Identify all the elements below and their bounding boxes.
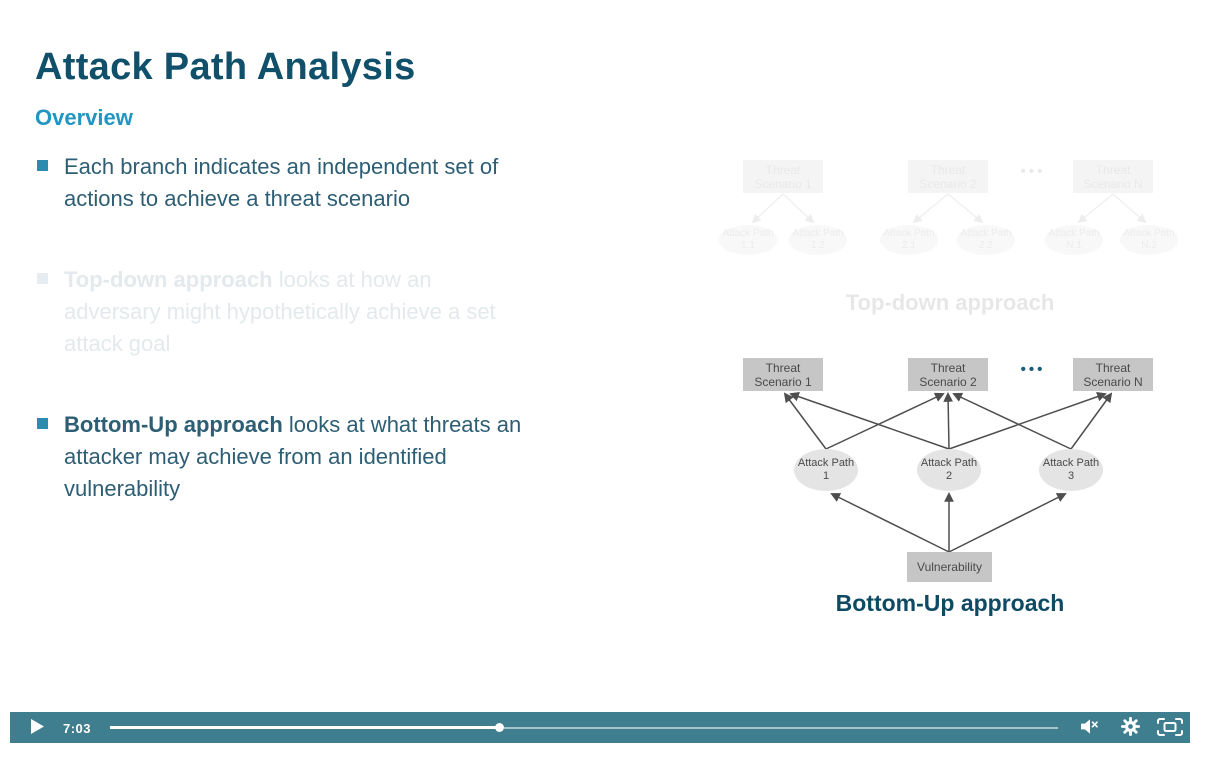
play-button[interactable] [30,718,44,737]
bullet-item-faded: Top-down approach looks at how an advers… [36,264,596,360]
mute-button[interactable] [1080,718,1100,737]
fullscreen-button[interactable] [1156,717,1183,739]
mute-icon [1081,718,1099,737]
attack-path-node: Attack Path 2 [917,449,981,491]
bottom-up-diagram: Threat Scenario 1 Threat Scenario 2 ••• … [705,355,1195,623]
ellipsis-dots: ••• [1020,361,1046,378]
slide-subtitle: Overview [35,105,133,130]
player-bar: 7:03 [10,712,1190,743]
settings-button[interactable] [1120,717,1140,739]
attack-path-node: Attack Path N.1 [1045,225,1103,255]
diagram-caption: Bottom-Up approach [835,590,1065,616]
attack-path-node: Attack Path 1.2 [789,225,847,255]
top-down-diagram: Threat Scenario 1 Threat Scenario 2 ••• … [705,155,1195,330]
bottom-up-arrows [783,391,1113,553]
threat-scenario-node: Threat Scenario 1 [743,160,823,193]
bullet-text: Each branch indicates an independent set… [64,154,499,211]
progress-bar[interactable] [110,712,1058,743]
attack-path-node: Attack Path 2.1 [880,225,938,255]
bullet-lead: Top-down approach [64,267,273,292]
bullet-text: looks at what threats an attacker may ac… [64,412,522,501]
bullet-square-icon [37,418,48,429]
threat-scenario-node: Threat Scenario 1 [743,358,823,391]
attack-path-node: Attack Path N.2 [1120,225,1178,255]
settings-icon [1120,717,1140,739]
bullet-square-icon [37,160,48,171]
page-title: Attack Path Analysis [35,46,416,88]
progress-remaining [504,727,1058,729]
bullet-text: looks at how an adversary might hypothet… [64,267,496,356]
diagram-caption: Top-down approach [845,290,1055,315]
fullscreen-icon [1156,717,1183,739]
threat-scenario-node: Threat Scenario 2 [908,358,988,391]
attack-path-node: Attack Path 1.1 [719,225,777,255]
play-icon [30,718,44,737]
bullet-item: Each branch indicates an independent set… [36,151,596,215]
bullet-item: Bottom-Up approach looks at what threats… [36,409,596,505]
threat-scenario-node: Threat Scenario N [1073,160,1153,193]
ellipsis-dots: ••• [1020,163,1046,180]
current-time: 7:03 [63,721,92,736]
attack-path-node: Attack Path 1 [794,449,858,491]
attack-path-node: Attack Path 2.2 [957,225,1015,255]
bullet-lead: Bottom-Up approach [64,412,283,437]
attack-path-node: Attack Path 3 [1039,449,1103,491]
threat-scenario-node: Threat Scenario N [1073,358,1153,391]
top-down-arrows [751,193,1147,224]
progress-played [110,726,500,729]
bullet-square-icon [37,273,48,284]
threat-scenario-node: Threat Scenario 2 [908,160,988,193]
progress-handle[interactable] [495,723,504,732]
vulnerability-node: Vulnerability [907,552,992,582]
